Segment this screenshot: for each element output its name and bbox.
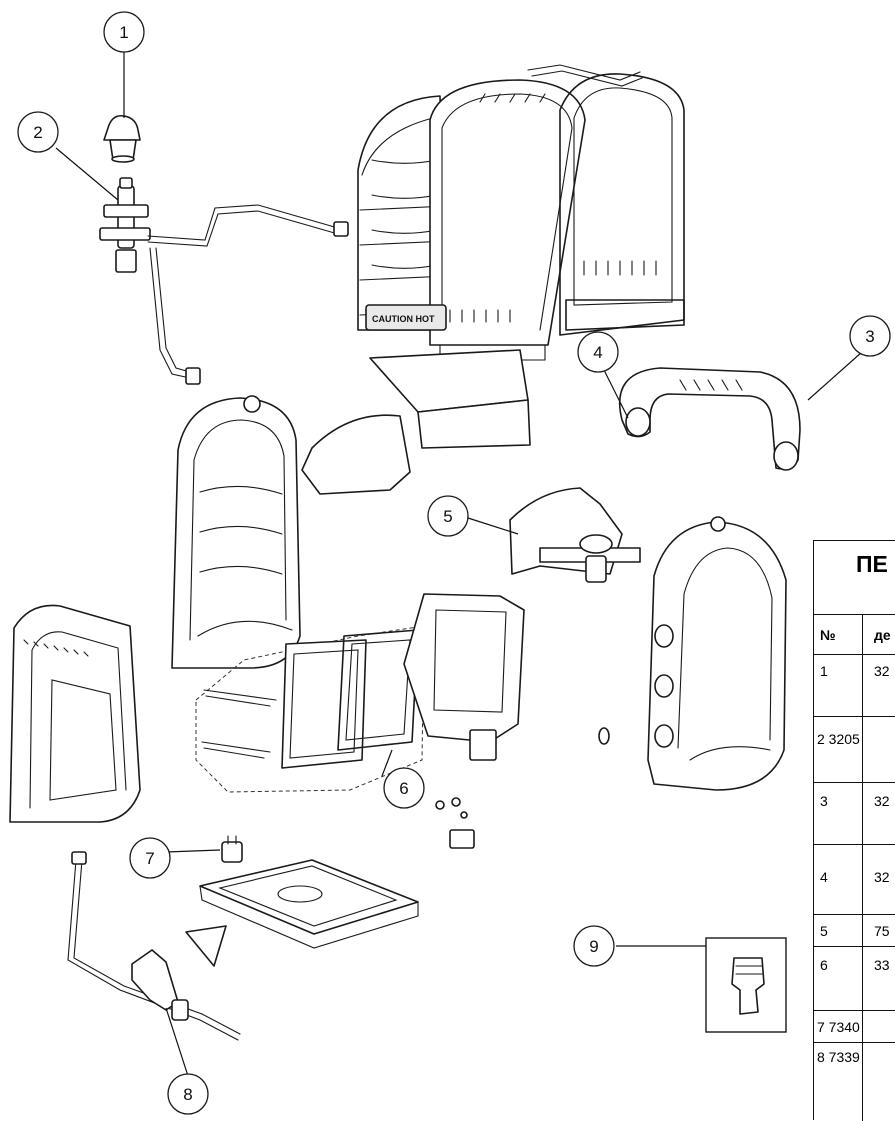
- table-row: 5 75: [814, 915, 895, 947]
- table-row: 6 33: [814, 947, 895, 1011]
- callout-4: 4: [577, 331, 619, 373]
- front-wire-grill: [357, 95, 471, 331]
- callout-6: 6: [383, 767, 425, 809]
- table-title-text: ПЕ: [856, 551, 888, 577]
- callout-9: 9: [573, 925, 615, 967]
- svg-text:5: 5: [443, 507, 452, 526]
- table-header-row: № де: [814, 615, 895, 655]
- row-merged: 2 3205: [817, 731, 860, 747]
- o-ring: [598, 727, 610, 745]
- deflector-plate: [369, 349, 531, 449]
- row-code: 32: [874, 869, 890, 885]
- header-number: №: [820, 627, 836, 643]
- column-divider: [862, 615, 863, 1121]
- table-row: 3 32: [814, 783, 895, 845]
- table-row: 2 3205: [814, 717, 895, 783]
- svg-text:9: 9: [589, 937, 598, 956]
- row-code: 32: [874, 663, 890, 679]
- base-tray: [199, 859, 419, 949]
- parts-table: ПЕ № де 1 32 2 3205 3 32 4 32 5 75 6 33 …: [813, 540, 895, 1121]
- front-frame: [9, 604, 141, 823]
- burner-bracket: [301, 414, 411, 495]
- row-number: 3: [820, 793, 828, 809]
- row-code: 33: [874, 957, 890, 973]
- svg-text:6: 6: [399, 779, 408, 798]
- caution-hot-label: CAUTION HOT: [372, 314, 435, 324]
- header-detail: де: [874, 627, 891, 643]
- row-merged: 8 7339: [817, 1049, 860, 1065]
- row-merged: 7 7340: [817, 1019, 860, 1035]
- callout-2: 2: [17, 111, 59, 153]
- part-3-4-carry-handle: [618, 367, 801, 471]
- svg-text:7: 7: [145, 849, 154, 868]
- row-number: 5: [820, 923, 828, 939]
- part-9-inset: [705, 937, 787, 1033]
- table-row: 7 7340: [814, 1011, 895, 1043]
- back-frame: [527, 64, 685, 336]
- table-title: ПЕ: [814, 541, 895, 615]
- rear-shell: [171, 395, 301, 669]
- callout-3: 3: [849, 315, 891, 357]
- part-7-igniter: [221, 835, 243, 863]
- svg-text:8: 8: [183, 1085, 192, 1104]
- part-5-regulator: [509, 487, 641, 583]
- callout-5: 5: [427, 495, 469, 537]
- part-6-burner-assembly: [195, 625, 425, 793]
- table-row: 1 32: [814, 655, 895, 717]
- front-housing-panel: CAUTION HOT: [365, 79, 586, 361]
- mount-bracket: [185, 925, 227, 967]
- row-code: 32: [874, 793, 890, 809]
- leader-lines: [55, 52, 863, 1077]
- row-number: 6: [820, 957, 828, 973]
- part-2-valve-assembly: [99, 177, 349, 385]
- svg-text:2: 2: [33, 123, 42, 142]
- row-code: 75: [874, 923, 890, 939]
- callout-1: 1: [103, 11, 145, 53]
- table-row: 4 32: [814, 845, 895, 915]
- svg-text:4: 4: [593, 343, 602, 362]
- row-number: 1: [820, 663, 828, 679]
- burner-box: [403, 593, 525, 761]
- table-row: 8 7339: [814, 1043, 895, 1121]
- svg-text:1: 1: [119, 23, 128, 42]
- svg-text:3: 3: [865, 327, 874, 346]
- part-8-pilot-assembly: [67, 851, 241, 1041]
- row-number: 4: [820, 869, 828, 885]
- fasteners: [435, 797, 475, 849]
- callout-7: 7: [129, 837, 171, 879]
- callout-8: 8: [167, 1073, 209, 1115]
- part-1-pilot-cap: [103, 114, 141, 163]
- side-shell: [647, 516, 787, 791]
